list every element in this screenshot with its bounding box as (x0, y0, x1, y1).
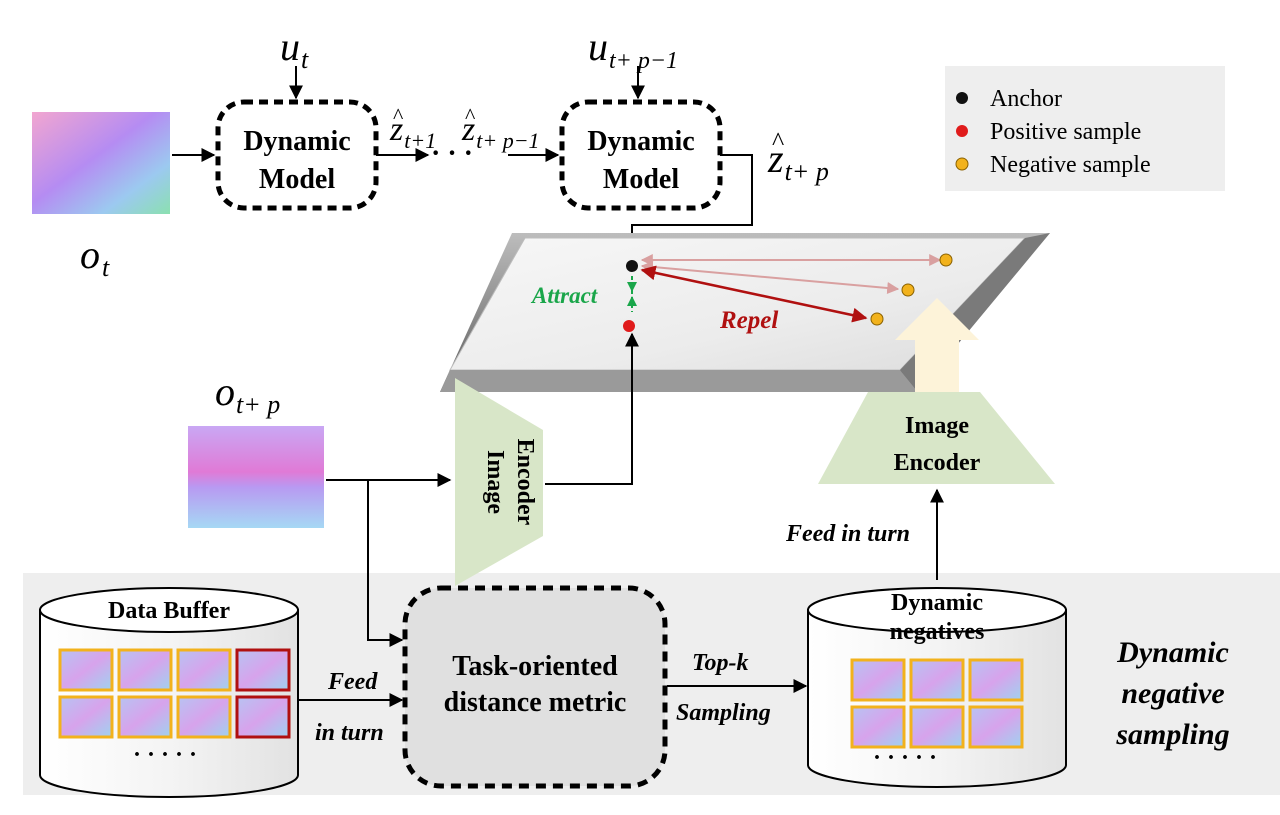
svg-text:Dynamic: Dynamic (243, 126, 350, 157)
dynamic-negatives-label-1: Dynamic (891, 590, 983, 616)
observation-ot-label: ot (80, 232, 110, 282)
svg-text:distance metric: distance metric (444, 687, 627, 718)
z-t1-hat: ^ (393, 103, 404, 128)
repel-label: Repel (719, 307, 778, 334)
z-tp-label: zt+ p (767, 136, 829, 186)
thumbnail-image (850, 658, 906, 702)
svg-text:Encoder: Encoder (512, 439, 538, 526)
topk-label: Top-k (692, 650, 748, 676)
legend-anchor-marker (956, 92, 968, 104)
ellipsis-dots: · · · (431, 138, 473, 169)
negative-point-3 (870, 312, 884, 326)
z-t1-label: zt+1 (389, 111, 436, 153)
thumbnail-image (176, 648, 232, 692)
thumbnail-image (968, 658, 1024, 702)
svg-text:Model: Model (603, 164, 679, 195)
dynamic-model-1: Dynamic Model (215, 99, 379, 211)
image-encoder-right: Image Encoder (818, 392, 1055, 484)
dynamic-model-2: Dynamic Model (559, 99, 723, 211)
section-label-line1: Dynamic (1116, 636, 1229, 669)
negative-point-1 (939, 253, 953, 267)
svg-text:Image: Image (905, 413, 969, 439)
sampling-label: Sampling (676, 700, 771, 726)
feed-in-turn-right-label: Feed in turn (785, 521, 910, 547)
feed-left-label: Feed (327, 669, 378, 695)
action-utp1-label: ut+ p−1 (588, 24, 678, 74)
thumbnail-image (235, 695, 291, 739)
observation-image-ot (32, 112, 170, 214)
legend-positive-label: Positive sample (990, 119, 1141, 145)
thumbnail-image (58, 648, 114, 692)
svg-text:Encoder: Encoder (894, 450, 981, 476)
legend: Anchor Positive sample Negative sample (945, 66, 1225, 191)
thumbnail-image (909, 658, 965, 702)
legend-negative-marker (955, 157, 969, 171)
task-oriented-distance-metric: Task-oriented distance metric (402, 585, 668, 789)
legend-negative-label: Negative sample (990, 152, 1151, 178)
z-tp-hat: ^ (772, 127, 784, 156)
legend-anchor-label: Anchor (990, 86, 1062, 112)
thumbnail-image (117, 695, 173, 739)
thumbnail-image (58, 695, 114, 739)
negatives-more-dots: · · · · · (873, 745, 937, 771)
thumbnail-image (968, 705, 1024, 749)
buffer-more-dots: · · · · · (133, 742, 197, 768)
z-tp1-hat: ^ (465, 103, 476, 128)
svg-text:Model: Model (259, 164, 335, 195)
positive-point (623, 320, 635, 332)
legend-positive-marker (956, 125, 968, 137)
dynamic-negatives-thumbnails (850, 658, 1024, 749)
observation-otp-label: ot+ p (215, 369, 280, 419)
svg-text:Task-oriented: Task-oriented (452, 651, 618, 682)
data-buffer-label: Data Buffer (108, 598, 230, 624)
in-turn-left-label: in turn (315, 720, 384, 746)
encoder-output-arrow (895, 298, 979, 392)
section-label-line2: negative (1121, 677, 1224, 710)
negative-point-2 (901, 283, 915, 297)
svg-text:Dynamic: Dynamic (587, 126, 694, 157)
section-label-line3: sampling (1115, 718, 1229, 751)
thumbnail-image (235, 648, 291, 692)
z-tp1-label: zt+ p−1 (461, 111, 540, 153)
action-ut-label: ut (280, 24, 309, 74)
thumbnail-image (176, 695, 232, 739)
thumbnail-image (117, 648, 173, 692)
anchor-point (626, 260, 638, 272)
dynamic-negatives-label-2: negatives (890, 619, 985, 645)
observation-image-otp (188, 426, 324, 528)
attract-label: Attract (530, 283, 598, 308)
thumbnail-image (850, 705, 906, 749)
image-encoder-left: Image Encoder (455, 378, 543, 586)
svg-text:Image: Image (482, 450, 508, 514)
data-buffer-thumbnails (58, 648, 291, 739)
thumbnail-image (909, 705, 965, 749)
